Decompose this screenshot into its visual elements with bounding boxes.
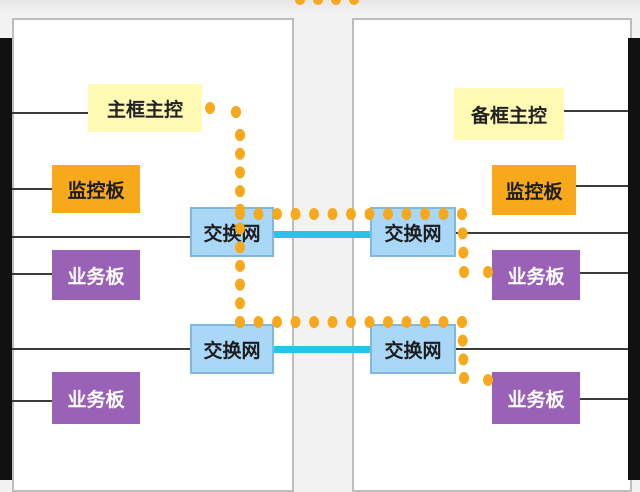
path-dot <box>420 316 430 328</box>
path-dot <box>457 316 467 328</box>
path-dot <box>346 316 356 328</box>
switch-link-top <box>272 231 370 238</box>
left-backplane-bus <box>0 38 12 480</box>
path-dot <box>457 227 468 240</box>
path-dot <box>313 0 323 5</box>
path-dot <box>235 147 245 160</box>
path-dot <box>235 241 245 254</box>
main-control-box: 主框主控 <box>88 84 202 132</box>
path-dot <box>231 106 241 118</box>
path-dot <box>349 0 359 5</box>
path-dot <box>235 259 245 272</box>
path-dot <box>383 316 393 328</box>
path-dot <box>420 208 430 220</box>
top-fade <box>0 0 640 14</box>
left-slot-line <box>12 188 52 190</box>
path-dot <box>235 166 245 179</box>
path-dot <box>205 102 215 114</box>
path-dot <box>272 316 282 328</box>
right-backplane-bus <box>628 38 640 480</box>
path-dot <box>438 316 449 328</box>
path-dot <box>458 246 469 259</box>
left-monitor-board: 监控板 <box>52 165 140 213</box>
path-dot <box>458 353 469 366</box>
right-slot-line <box>456 348 628 350</box>
right-monitor-board: 监控板 <box>492 165 576 215</box>
path-dot <box>253 208 264 220</box>
right-slot-line <box>550 110 628 112</box>
path-dot <box>235 278 245 291</box>
path-dot <box>459 266 469 278</box>
dotted-path-dots <box>205 0 493 386</box>
right-slot-line <box>456 232 628 234</box>
path-dot <box>290 208 301 220</box>
right-switch-net-2: 交换网 <box>370 324 456 374</box>
path-dot <box>235 222 245 235</box>
path-dot <box>331 0 341 5</box>
left-service-board-1: 业务板 <box>52 250 140 300</box>
left-slot-line <box>12 400 52 402</box>
path-dot <box>327 208 338 220</box>
path-dot <box>457 334 468 347</box>
path-dot <box>253 316 264 328</box>
path-dot <box>272 208 282 220</box>
path-dot <box>364 316 375 328</box>
path-dot <box>401 208 412 220</box>
path-dot <box>459 372 469 384</box>
right-service-board-1: 业务板 <box>492 250 580 300</box>
right-slot-line <box>575 185 628 187</box>
path-dot <box>235 297 245 310</box>
path-dot <box>401 316 412 328</box>
left-slot-line <box>12 236 190 238</box>
path-dot <box>364 208 375 220</box>
left-service-board-2: 业务板 <box>52 372 140 424</box>
right-slot-line <box>580 398 628 400</box>
path-dot <box>457 208 467 220</box>
left-switch-net-2: 交换网 <box>190 324 274 374</box>
path-dot <box>235 316 245 328</box>
path-dot <box>235 129 245 141</box>
left-slot-line <box>12 348 190 350</box>
path-dot <box>346 208 356 220</box>
path-dot <box>309 316 319 328</box>
switch-link-bottom <box>272 346 370 353</box>
left-slot-line <box>12 273 52 275</box>
path-dot <box>290 316 301 328</box>
left-slot-line <box>12 112 120 114</box>
path-dot <box>483 266 493 278</box>
dotted-control-path <box>205 0 493 386</box>
path-dot <box>483 374 493 386</box>
path-dot <box>383 208 393 220</box>
backup-control-box: 备框主控 <box>454 88 564 140</box>
path-dot <box>438 208 449 220</box>
path-dot <box>309 208 319 220</box>
path-dot <box>235 208 245 220</box>
path-dot <box>327 316 338 328</box>
path-dot <box>235 185 245 198</box>
right-service-board-2: 业务板 <box>492 372 580 424</box>
right-slot-line <box>580 272 628 274</box>
path-dot <box>295 0 305 5</box>
